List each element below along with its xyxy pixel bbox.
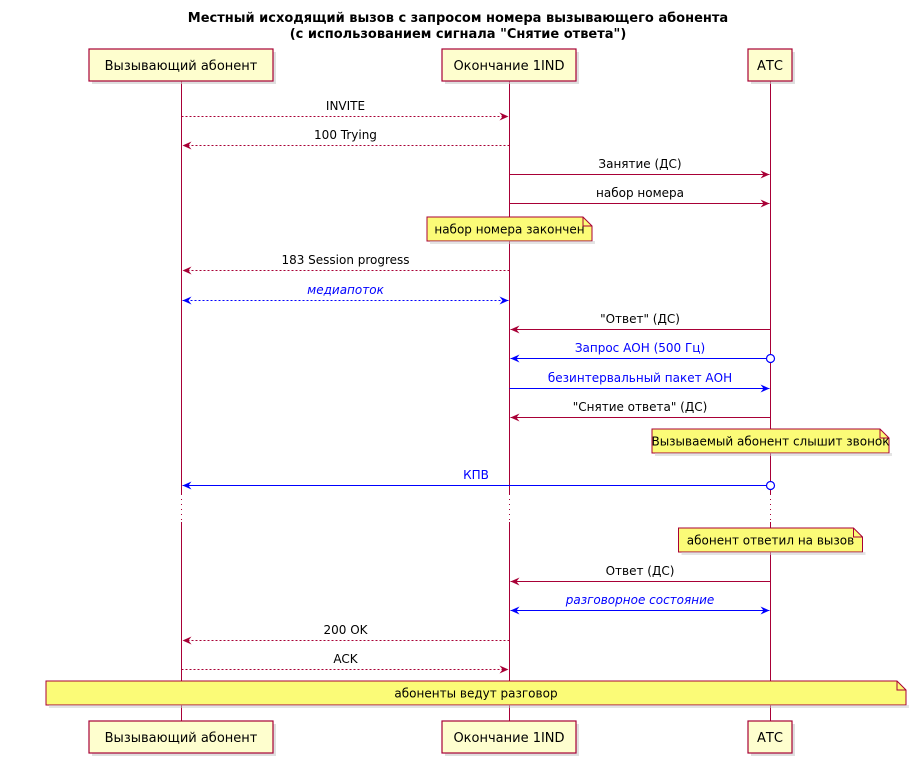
participant-endpoint-top: Окончание 1IND [441, 48, 579, 84]
message-label: разговорное состояние [565, 593, 715, 607]
message-label: "Снятие ответа" (ДС) [573, 400, 708, 414]
diagram-title-line-1: Местный исходящий вызов с запросом номер… [188, 11, 728, 26]
note-text: Вызываемый абонент слышит звонок [651, 435, 889, 449]
note: абоненты ведут разговор [45, 680, 909, 708]
diagram-title-line-2: (с использованием сигнала "Снятие ответа… [290, 27, 627, 42]
message-label: 200 OK [323, 623, 368, 637]
note: Вызываемый абонент слышит звонок [651, 428, 892, 456]
message-label: набор номера [596, 186, 684, 200]
message-label: медиапоток [307, 283, 384, 297]
lost-message-circle [765, 480, 776, 491]
message-arrow: "Снятие ответа" (ДС) [510, 400, 771, 422]
note-text: абоненты ведут разговор [394, 687, 557, 701]
message-arrow: безинтервальный пакет АОН [509, 371, 770, 393]
message-label: INVITE [326, 99, 365, 113]
message-arrow: медиапоток [182, 283, 509, 305]
message-arrow: Ответ (ДС) [510, 564, 771, 586]
message-arrow: Запрос АОН (500 Гц) [510, 341, 776, 364]
lifelines [181, 81, 771, 721]
participant-caller-top: Вызывающий абонент [88, 48, 276, 84]
participant-label: Вызывающий абонент [105, 731, 258, 746]
participant-label: Окончание 1IND [453, 731, 564, 746]
message-label: 183 Session progress [281, 253, 409, 267]
message-arrow: ACK [181, 652, 509, 674]
message-label: 100 Trying [314, 128, 377, 142]
note: набор номера закончен [426, 216, 595, 244]
message-label: "Ответ" (ДС) [600, 312, 680, 326]
message-label: безинтервальный пакет АОН [548, 371, 732, 385]
note-text: абонент ответил на вызов [687, 534, 854, 548]
message-label: ACK [333, 652, 358, 666]
message-arrow: Занятие (ДС) [509, 157, 770, 179]
message-arrow: набор номера [509, 186, 770, 208]
participant-label: АТС [757, 731, 783, 746]
participant-pbx-bottom: АТС [747, 720, 795, 756]
participant-label: Окончание 1IND [453, 59, 564, 74]
note-text: набор номера закончен [434, 223, 584, 237]
message-label: Запрос АОН (500 Гц) [575, 341, 705, 355]
message-label: Ответ (ДС) [606, 564, 675, 578]
message-arrow: 200 OK [182, 623, 510, 645]
message-arrow: INVITE [181, 99, 509, 121]
message-arrow: 100 Trying [182, 128, 510, 150]
participant-label: Вызывающий абонент [105, 59, 258, 74]
note: абонент ответил на вызов [678, 527, 866, 555]
message-arrow: КПВ [182, 468, 776, 491]
message-arrow: разговорное состояние [510, 593, 770, 615]
message-arrow: 183 Session progress [182, 253, 510, 275]
participant-caller-bottom: Вызывающий абонент [88, 720, 276, 756]
lost-message-circle [765, 353, 776, 364]
message-label: Занятие (ДС) [598, 157, 681, 171]
participant-label: АТС [757, 59, 783, 74]
message-arrow: "Ответ" (ДС) [510, 312, 771, 334]
participant-endpoint-bottom: Окончание 1IND [441, 720, 579, 756]
message-label: КПВ [463, 468, 489, 482]
participant-pbx-top: АТС [747, 48, 795, 84]
